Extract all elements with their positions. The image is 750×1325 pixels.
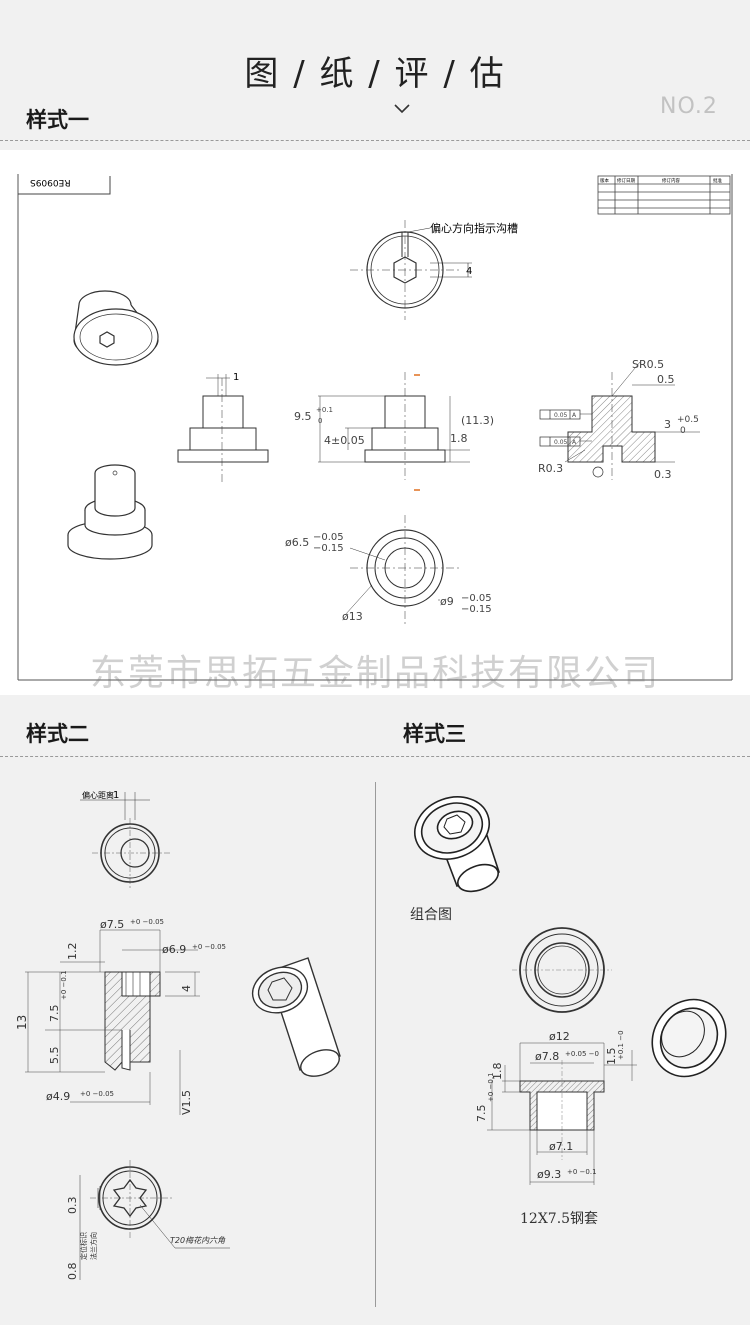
gdt1-val: 0.05 <box>554 412 568 419</box>
inner-d-tol-up: −0.05 <box>313 532 344 543</box>
s2-iso-view <box>251 957 341 1077</box>
section-view <box>539 361 700 480</box>
s2-d-top-tol: +0 −0.05 <box>130 918 164 926</box>
front-view-left <box>177 374 269 485</box>
groove-note: 偏心方向指示沟槽 <box>430 221 518 235</box>
rev-h3: 修订内容 <box>662 177 680 184</box>
s2-dim-08: 0.8 <box>66 1263 79 1281</box>
s2-d-top: ø7.5 <box>100 918 124 931</box>
s2-d-bot-tol: +0 −0.05 <box>80 1090 114 1098</box>
ecc-dim: 1 <box>233 372 239 383</box>
style1-drawing: RE0909S 版本 修订日期 修订内容 批准 偏心方向指示沟槽 4 <box>0 150 750 695</box>
page-number: NO.2 <box>660 94 718 119</box>
s2-h13: 13 <box>15 1015 29 1030</box>
mid-d-dim: ø9 <box>440 595 454 608</box>
r03-dim: R0.3 <box>538 462 563 475</box>
s3-d93-tol: +0 −0.1 <box>567 1168 597 1176</box>
s3-h18: 1.8 <box>491 1063 504 1081</box>
s3-assembly-iso <box>414 796 501 893</box>
dim-h2: 4±0.05 <box>324 434 365 447</box>
hex-dim: 4 <box>466 266 472 277</box>
s2-torx-view <box>79 1160 230 1280</box>
inner-d-tol-low: −0.15 <box>313 543 344 554</box>
header-divider <box>0 140 750 141</box>
s2-d-mid-tol: +0 −0.05 <box>192 943 226 951</box>
dim-h1-tol-low: 0 <box>318 417 322 425</box>
top-view <box>350 220 472 320</box>
sr-dim: SR0.5 <box>632 358 664 371</box>
s3-d12: ø12 <box>549 1030 570 1043</box>
s3-assembly-label: 组合图 <box>410 907 452 923</box>
s3-ring-iso <box>651 998 727 1078</box>
inner-d-dim: ø6.5 <box>285 536 309 549</box>
s3-d71: ø7.1 <box>549 1140 573 1153</box>
s2-dim-03: 0.3 <box>66 1197 79 1215</box>
d3-tol-low: 0 <box>680 426 686 436</box>
d05-dim: 0.5 <box>657 373 675 386</box>
dim-h1: 9.5 <box>294 410 312 423</box>
s3-caption: 12X7.5钢套 <box>520 1211 598 1227</box>
s2-ecc-note: 偏心距离 <box>82 790 114 800</box>
d3-dim: 3 <box>664 418 671 431</box>
rev-h2: 修订日期 <box>617 177 635 184</box>
s2-h75-tol: +0 −0.1 <box>60 970 68 1000</box>
section-divider <box>0 756 750 757</box>
page-title: 图 / 纸 / 评 / 估 <box>244 54 506 94</box>
s2-side-note2: 法兰方向 <box>89 1232 98 1260</box>
part-number: RE0909S <box>30 177 71 187</box>
front-view-center <box>318 372 470 480</box>
dim-h1-tol-up: +0.1 <box>316 406 333 414</box>
s2-dims <box>25 929 200 1115</box>
iso-view-2 <box>67 464 153 560</box>
s2-side-note: 定位标识 <box>79 1232 88 1260</box>
gdt1-datum: A <box>572 412 577 419</box>
s2-d-mid: ø6.9 <box>162 943 186 956</box>
s2-v15: V1.5 <box>180 1090 193 1115</box>
s2-h55: 5.5 <box>48 1047 61 1065</box>
s3-h15-tol: +0.1 −0 <box>617 1030 625 1060</box>
style3-drawing: 组合图 ø12 ø7.8 <box>377 760 750 1320</box>
part-number-box: RE0909S <box>18 176 111 195</box>
rev-h4: 批准 <box>713 177 722 184</box>
dim-total: (11.3) <box>461 414 494 427</box>
s3-d78-tol: +0.05 −0 <box>565 1050 599 1058</box>
style2-drawing: 偏心距离 1 ø7.5 +0 −0.05 ø6.9 +0 −0.05 1.2 7… <box>0 760 374 1320</box>
s3-top-view <box>512 927 612 1013</box>
mid-d-tol-low: −0.15 <box>461 604 492 615</box>
s2-ecc-val: 1 <box>113 790 119 801</box>
dim-flange: 1.8 <box>450 432 468 445</box>
s2-section <box>104 971 161 1071</box>
revision-table <box>597 175 731 215</box>
s2-torx-note: T20梅花内六角 <box>170 1236 226 1245</box>
company-watermark: 东莞市思拓五金制品科技有限公司 <box>89 653 660 694</box>
gdt2-datum: A <box>572 439 577 446</box>
section-label-style3: 样式三 <box>403 722 466 746</box>
section-label-style1: 样式一 <box>26 108 89 132</box>
rev-h1: 版本 <box>600 177 609 184</box>
s2-top-view <box>80 792 170 890</box>
mid-d-tol-up: −0.05 <box>461 593 492 604</box>
s3-h15: 1.5 <box>605 1048 618 1066</box>
d3-tol-up: +0.5 <box>677 415 699 425</box>
s3-d93: ø9.3 <box>537 1168 561 1181</box>
s3-h75-tol: +0 −0.1 <box>487 1072 495 1102</box>
iso-view-1 <box>73 290 159 366</box>
s2-h75: 7.5 <box>48 1005 61 1023</box>
s2-h4: 4 <box>180 985 193 992</box>
s2-d-bot: ø4.9 <box>46 1090 70 1103</box>
s3-d78: ø7.8 <box>535 1050 559 1063</box>
s3-h75: 7.5 <box>475 1105 488 1123</box>
bottom-view <box>344 515 460 625</box>
d03-dim: 0.3 <box>654 468 672 481</box>
chevron-down-icon[interactable] <box>393 100 411 119</box>
gdt2-val: 0.05 <box>554 439 568 446</box>
outer-d-dim: ø13 <box>342 610 363 623</box>
s2-h12: 1.2 <box>66 943 79 961</box>
section-label-style2: 样式二 <box>26 722 89 746</box>
column-divider <box>375 782 376 1307</box>
s3-dims <box>487 1042 637 1185</box>
